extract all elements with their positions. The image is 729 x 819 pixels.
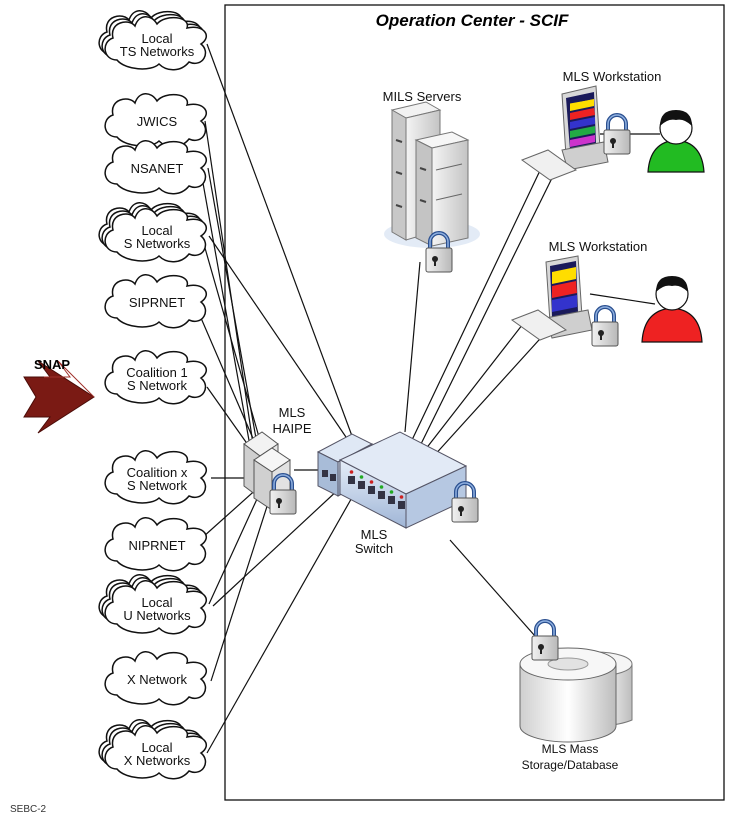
link-switch-workstation-bottom-2	[431, 329, 549, 459]
padlock-icon	[451, 481, 479, 523]
network-cloud: X Network	[104, 651, 207, 706]
link-switch-storage	[449, 539, 536, 637]
link-local-s-haipe	[204, 247, 262, 445]
servers-label: MILS Servers	[383, 89, 462, 104]
haipe-label-line2: HAIPE	[272, 421, 311, 436]
link-ws-bottom-user	[589, 293, 656, 305]
network-cloud-label: JWICS	[137, 114, 178, 129]
mls-switch	[316, 431, 468, 529]
link-jwics-haipe	[204, 120, 254, 445]
network-cloud-label: NSANET	[131, 161, 184, 176]
port-led-icon	[389, 490, 394, 494]
keyboard-icon	[510, 309, 568, 341]
workstation-bottom	[510, 255, 593, 341]
link-nsanet-haipe	[207, 167, 258, 445]
scif-boundary	[224, 4, 725, 801]
network-cloud: Coalition xS Network	[104, 450, 207, 505]
footer-label: SEBC-2	[10, 804, 47, 815]
mass-storage	[519, 647, 633, 743]
port-icon	[388, 496, 395, 504]
user-top-icon	[647, 110, 705, 173]
network-cloud-label: TS Networks	[120, 44, 195, 59]
link-switch-servers	[404, 261, 421, 433]
port-led-icon	[349, 470, 354, 474]
snap-arrow	[23, 360, 95, 434]
connection-lines	[200, 43, 660, 754]
snap-label: SNAP	[34, 357, 70, 372]
port-led-icon	[369, 480, 374, 484]
storage-label-line2: Storage/Database	[522, 758, 619, 772]
scif-title: Operation Center - SCIF	[376, 11, 569, 30]
network-cloud: NIPRNET	[104, 517, 207, 572]
network-cloud: JWICS	[104, 93, 207, 148]
workstation-top-label: MLS Workstation	[563, 69, 662, 84]
switch-label-line2: Switch	[355, 541, 393, 556]
port-icon	[398, 501, 405, 509]
network-cloud: SIPRNET	[104, 274, 207, 329]
network-cloud-label: X Networks	[124, 753, 191, 768]
switch-label-line1: MLS	[361, 527, 388, 542]
port-icon	[358, 481, 365, 489]
port-icon	[348, 476, 355, 484]
link-local-x-switch	[206, 493, 355, 754]
padlock-icon	[269, 473, 297, 515]
network-cloud-label: Coalition x	[127, 465, 188, 480]
link-local-ts-switch	[206, 43, 353, 437]
network-cloud-label: NIPRNET	[128, 538, 185, 553]
link-switch-workstation-bottom	[424, 319, 527, 451]
switch-ports	[322, 470, 405, 509]
link-switch-workstation-top-2	[419, 171, 556, 447]
link-local-s-switch	[208, 235, 349, 441]
network-cloud-label: U Networks	[123, 608, 191, 623]
network-cloud-label: S Network	[127, 478, 187, 493]
storage-label-line1: MLS Mass	[542, 742, 599, 756]
network-cloud-label: S Networks	[124, 236, 191, 251]
network-cloud-label: SIPRNET	[129, 295, 185, 310]
padlocks	[269, 113, 631, 661]
network-cloud-label: S Network	[127, 378, 187, 393]
padlock-icon	[591, 305, 619, 347]
link-coalition1-haipe	[206, 386, 254, 453]
port-icon	[330, 474, 336, 481]
network-cloud-label: Local	[141, 740, 172, 755]
port-icon	[368, 486, 375, 494]
port-icon	[322, 470, 328, 477]
keyboard-icon	[520, 149, 578, 181]
port-led-icon	[359, 475, 364, 479]
link-siprnet-haipe	[200, 317, 259, 451]
workstation-top	[520, 85, 609, 181]
port-led-icon	[399, 495, 404, 499]
user-bottom-icon	[641, 276, 703, 343]
link-nsanet-haipe-2	[202, 182, 251, 447]
network-cloud: NSANET	[104, 140, 207, 195]
link-niprnet-haipe	[202, 485, 261, 538]
link-local-u-switch	[212, 487, 341, 607]
network-cloud: Coalition 1S Network	[104, 350, 207, 405]
port-led-icon	[379, 485, 384, 489]
network-cloud-label: X Network	[127, 672, 187, 687]
padlock-icon	[425, 231, 453, 273]
padlock-icon	[603, 113, 631, 155]
link-switch-workstation-top	[411, 159, 546, 441]
link-xnet-haipe	[210, 496, 271, 682]
network-cloud-label: Coalition 1	[126, 365, 187, 380]
network-cloud-label: Local	[141, 31, 172, 46]
network-cloud-label: Local	[141, 223, 172, 238]
workstation-bottom-label: MLS Workstation	[549, 239, 648, 254]
port-icon	[378, 491, 385, 499]
padlock-icon	[531, 619, 559, 661]
haipe-label-line1: MLS	[279, 405, 306, 420]
link-local-u-haipe	[208, 487, 263, 605]
mils-servers	[384, 101, 480, 248]
network-cloud-label: Local	[141, 595, 172, 610]
